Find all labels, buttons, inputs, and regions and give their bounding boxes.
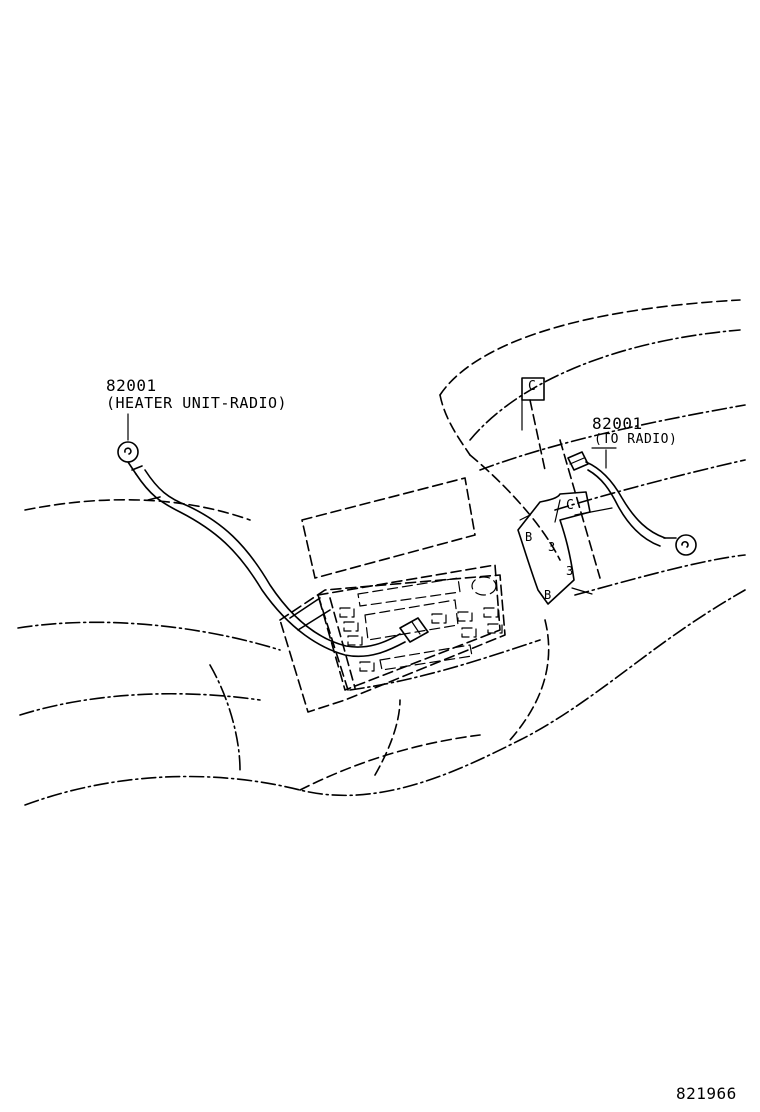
leader-lines xyxy=(127,413,613,516)
display-panel xyxy=(301,477,476,579)
right-part-number: 82001 xyxy=(592,414,643,433)
drawing-number: 821966 xyxy=(676,1084,737,1103)
bracket-number-3-lower: 3 xyxy=(566,564,574,578)
bracket-letter-b-upper: B xyxy=(525,530,533,544)
bracket-letter-b-lower: B xyxy=(544,588,552,602)
harness-heater-unit-radio xyxy=(117,441,429,658)
clip-letter-c: C xyxy=(528,379,537,394)
dashboard-outline xyxy=(17,299,746,806)
clip-and-bracket xyxy=(517,377,601,605)
harness-to-radio xyxy=(567,447,697,556)
bracket-number-3-upper: 3 xyxy=(548,540,556,554)
left-part-description: (HEATER UNIT-RADIO) xyxy=(106,394,288,412)
right-part-description: (TO RADIO) xyxy=(594,432,678,447)
bracket-letter-c: C xyxy=(566,498,575,513)
radio-unit xyxy=(279,564,506,713)
left-part-number: 82001 xyxy=(106,376,157,395)
